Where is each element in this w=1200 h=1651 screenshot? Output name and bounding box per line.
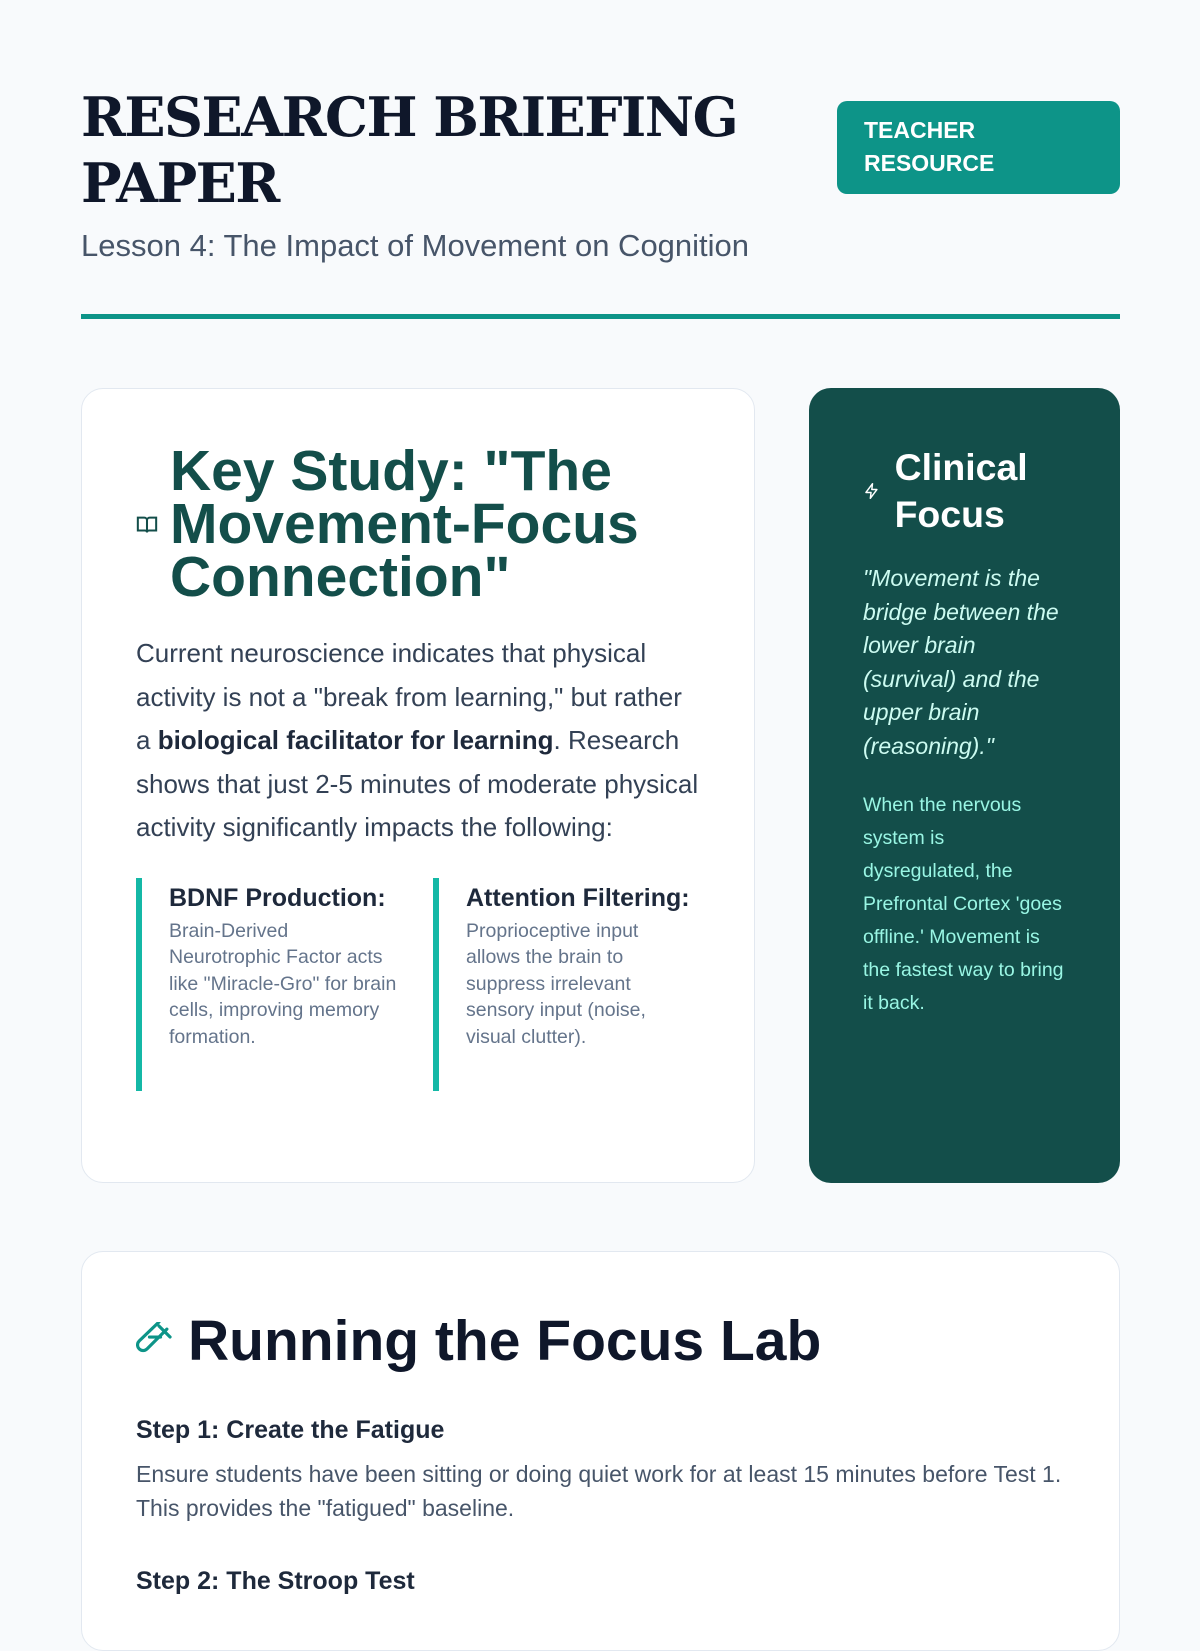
teacher-resource-badge: TEACHER RESOURCE: [837, 101, 1120, 194]
body-text: Current neuroscience indicates that phys…: [136, 638, 682, 755]
key-study-body: Current neuroscience indicates that phys…: [136, 632, 700, 850]
header-divider: [81, 314, 1120, 319]
step-title: Step 1: Create the Fatigue: [136, 1416, 445, 1444]
step-title: Step 2: The Stroop Test: [136, 1567, 415, 1595]
focus-lab-title: Running the Focus Lab: [188, 1309, 822, 1373]
header: RESEARCH BRIEFING PAPER TEACHER RESOURCE…: [81, 84, 1120, 264]
page-title: RESEARCH BRIEFING PAPER: [81, 85, 739, 215]
key-point-attention: Attention Filtering: Proprioceptive input…: [433, 877, 696, 1091]
body-emphasis: biological facilitator for learning: [157, 725, 554, 755]
page-subtitle: Lesson 4: The Impact of Movement on Cogn…: [81, 228, 750, 263]
test-tube-icon: [136, 1322, 172, 1353]
clinical-focus-title: Clinical Focus: [894, 446, 1028, 535]
clinical-quote: "Movement is the bridge between the lowe…: [863, 565, 1059, 759]
key-point-title: BDNF Production:: [169, 883, 386, 912]
clinical-focus-card: Clinical Focus "Movement is the bridge b…: [809, 388, 1120, 1183]
step-text: Ensure students have been sitting or doi…: [136, 1461, 1062, 1521]
clinical-text: When the nervous system is dysregulated,…: [863, 794, 1064, 1014]
key-point-text: Proprioceptive input allows the brain to…: [466, 919, 646, 1048]
key-study-card: Key Study: "The Movement-Focus Connectio…: [81, 388, 755, 1183]
key-study-title: Key Study: "The Movement-Focus Connectio…: [170, 439, 639, 609]
focus-lab-card: Running the Focus Lab Step 1: Create the…: [81, 1251, 1120, 1651]
lightning-icon: [865, 482, 878, 500]
key-point-bdnf: BDNF Production: Brain-Derived Neurotroph…: [136, 877, 399, 1091]
lab-step-2: Step 2: The Stroop Test: [136, 1567, 1065, 1596]
key-point-title: Attention Filtering:: [466, 883, 690, 912]
key-point-text: Brain-Derived Neurotrophic Factor acts l…: [169, 919, 397, 1048]
book-open-icon: [136, 516, 158, 533]
body-text: . Research shows that just 2-5 minutes o…: [136, 725, 699, 842]
